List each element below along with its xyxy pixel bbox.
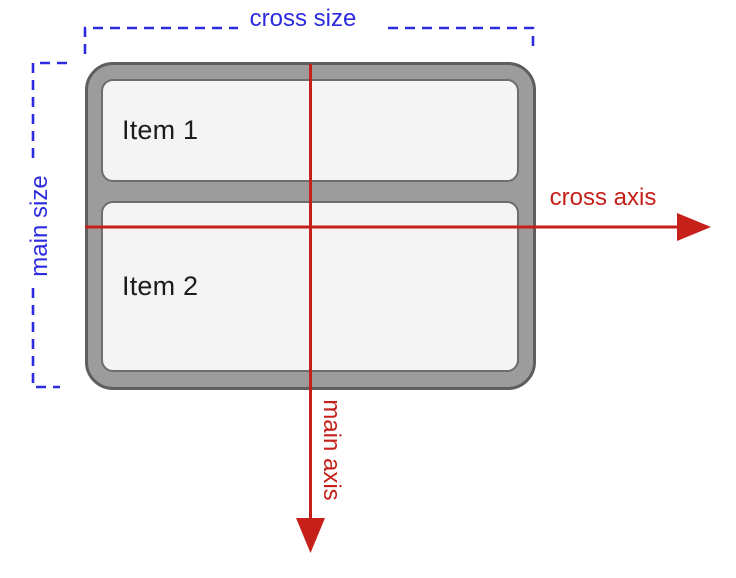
- main-axis-arrowhead-icon: [296, 518, 325, 553]
- flex-item-2-label: Item 2: [122, 271, 199, 301]
- main-size-bracket-bottom-icon: [31, 288, 60, 389]
- cross-axis-label: cross axis: [549, 184, 657, 211]
- main-size-label: main size: [26, 175, 53, 277]
- flex-item-2: Item 2: [101, 201, 519, 372]
- cross-size-label: cross size: [249, 5, 357, 32]
- cross-size-bracket-left-icon: [83, 26, 238, 54]
- cross-axis-arrowhead-icon: [677, 213, 711, 241]
- main-axis-label: main axis: [318, 399, 345, 501]
- flex-item-1: Item 1: [101, 79, 519, 182]
- main-size-bracket-top-icon: [31, 61, 67, 162]
- cross-size-bracket-right-icon: [388, 26, 535, 50]
- flex-container: Item 1 Item 2: [85, 62, 536, 390]
- flex-item-1-label: Item 1: [122, 115, 199, 145]
